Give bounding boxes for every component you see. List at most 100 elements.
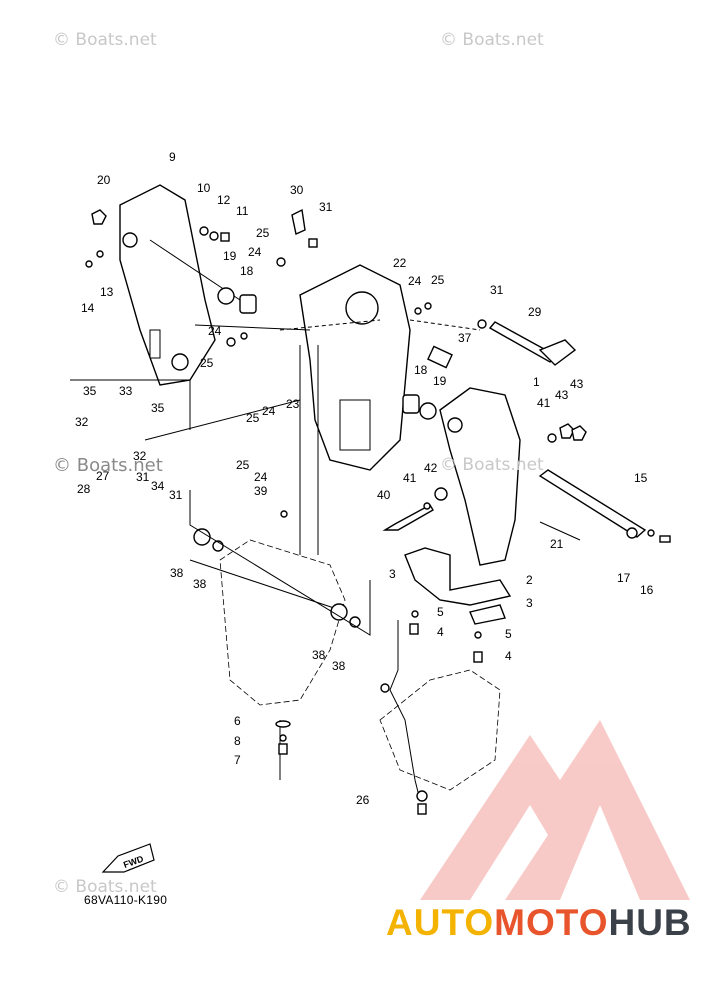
watermark: © Boats.net bbox=[53, 30, 157, 50]
watermark: © Boats.net bbox=[440, 455, 544, 475]
part-callout-39: 39 bbox=[254, 484, 268, 498]
guide-line bbox=[144, 399, 301, 441]
part-callout-5: 5 bbox=[505, 627, 512, 641]
part-callout-1: 1 bbox=[533, 375, 540, 389]
left-clamp-bracket bbox=[119, 184, 216, 386]
anode-plate bbox=[404, 547, 512, 606]
part-callout-4: 4 bbox=[505, 649, 512, 663]
part-callout-22: 22 bbox=[393, 256, 407, 270]
part-callout-31: 31 bbox=[136, 470, 150, 484]
part-callout-25: 25 bbox=[200, 356, 214, 370]
part-callout-13: 13 bbox=[100, 285, 114, 299]
watermark: © Boats.net bbox=[53, 455, 163, 476]
part-callout-29: 29 bbox=[528, 305, 542, 319]
part-callout-37: 37 bbox=[458, 331, 472, 345]
watermark: © Boats.net bbox=[53, 877, 157, 897]
brand-part-auto: AUTO bbox=[386, 902, 495, 943]
part-callout-18: 18 bbox=[240, 264, 254, 278]
part-callout-19: 19 bbox=[433, 374, 447, 388]
part-callout-30: 30 bbox=[290, 183, 304, 197]
part-callout-3: 3 bbox=[526, 596, 533, 610]
part-callout-17: 17 bbox=[617, 571, 631, 585]
bracket-slots bbox=[149, 329, 161, 359]
part-callout-15: 15 bbox=[634, 471, 648, 485]
lower-unit-outline bbox=[379, 669, 501, 791]
part-callout-7: 7 bbox=[234, 753, 241, 767]
part-callout-3: 3 bbox=[389, 567, 396, 581]
part-callout-32: 32 bbox=[75, 415, 89, 429]
tilt-tube-boss bbox=[171, 353, 189, 371]
part-callout-28: 28 bbox=[77, 482, 91, 496]
guide-line bbox=[279, 319, 381, 331]
part-callout-43: 43 bbox=[555, 388, 569, 402]
part-callout-19: 19 bbox=[223, 249, 237, 263]
part-callout-24: 24 bbox=[248, 245, 262, 259]
tilt-pin-boss bbox=[122, 232, 138, 248]
part-callout-8: 8 bbox=[234, 734, 241, 748]
callout-layer: 1233445567891011121314151617181819192021… bbox=[75, 150, 654, 807]
swivel-bracket bbox=[299, 264, 411, 471]
brand-part-hub: HUB bbox=[608, 902, 692, 943]
swivel-boss bbox=[345, 291, 379, 325]
engine-outline bbox=[219, 539, 346, 706]
threaded-rod bbox=[539, 521, 581, 541]
part-callout-38: 38 bbox=[332, 659, 346, 673]
part-callout-42: 42 bbox=[424, 461, 438, 475]
part-callout-10: 10 bbox=[197, 181, 211, 195]
part-callout-31: 31 bbox=[319, 200, 333, 214]
part-callout-24: 24 bbox=[262, 404, 276, 418]
diagram-code: 68VA110-K190 bbox=[84, 893, 168, 907]
part-callout-24: 24 bbox=[408, 274, 422, 288]
right-clamp-bracket bbox=[439, 387, 521, 566]
part-callout-6: 6 bbox=[234, 714, 241, 728]
part-callout-21: 21 bbox=[550, 537, 564, 551]
part-callout-38: 38 bbox=[193, 577, 207, 591]
part-callout-18: 18 bbox=[414, 363, 428, 377]
part-callout-40: 40 bbox=[377, 488, 391, 502]
part-callout-32: 32 bbox=[133, 449, 147, 463]
part-callout-16: 16 bbox=[640, 583, 654, 597]
part-callout-34: 34 bbox=[151, 479, 165, 493]
part-callout-41: 41 bbox=[537, 396, 551, 410]
swivel-rib bbox=[339, 399, 371, 451]
part-callout-14: 14 bbox=[81, 301, 95, 315]
brand-logo: AUTOMOTOHUB bbox=[386, 902, 692, 944]
part-callout-25: 25 bbox=[246, 411, 260, 425]
part-callout-24: 24 bbox=[208, 324, 222, 338]
part-callout-25: 25 bbox=[431, 273, 445, 287]
part-callout-4: 4 bbox=[437, 625, 444, 639]
tilt-lever bbox=[538, 339, 577, 366]
watermark: © Boats.net bbox=[440, 30, 544, 50]
part-callout-2: 2 bbox=[526, 573, 533, 587]
part-callout-20: 20 bbox=[97, 173, 111, 187]
part-callout-12: 12 bbox=[217, 193, 231, 207]
part-callout-35: 35 bbox=[151, 401, 165, 415]
collar bbox=[427, 345, 453, 369]
part-callout-35: 35 bbox=[83, 384, 97, 398]
part-callout-38: 38 bbox=[170, 566, 184, 580]
part-callout-41: 41 bbox=[403, 471, 417, 485]
brand-part-moto: MOTO bbox=[494, 902, 609, 943]
part-callout-31: 31 bbox=[490, 283, 504, 297]
part-callout-38: 38 bbox=[312, 648, 326, 662]
part-callout-25: 25 bbox=[236, 458, 250, 472]
part-callout-25: 25 bbox=[256, 226, 270, 240]
part-callout-9: 9 bbox=[169, 150, 176, 164]
part-callout-33: 33 bbox=[119, 384, 133, 398]
fwd-arrow[interactable]: FWD bbox=[101, 843, 155, 873]
kit-bracket bbox=[70, 379, 371, 636]
part-callout-23: 23 bbox=[286, 397, 300, 411]
brand-mark bbox=[420, 720, 690, 900]
part-callout-31: 31 bbox=[169, 488, 183, 502]
part-callout-11: 11 bbox=[236, 204, 249, 218]
bolt bbox=[382, 504, 434, 531]
part-callout-43: 43 bbox=[570, 377, 584, 391]
part-callout-5: 5 bbox=[437, 605, 444, 619]
part-callout-27: 27 bbox=[96, 469, 110, 483]
ground-lead bbox=[389, 620, 421, 801]
part-callout-26: 26 bbox=[356, 793, 370, 807]
part-callout-24: 24 bbox=[254, 470, 268, 484]
right-tilt-boss bbox=[447, 417, 463, 433]
plate bbox=[469, 604, 506, 625]
